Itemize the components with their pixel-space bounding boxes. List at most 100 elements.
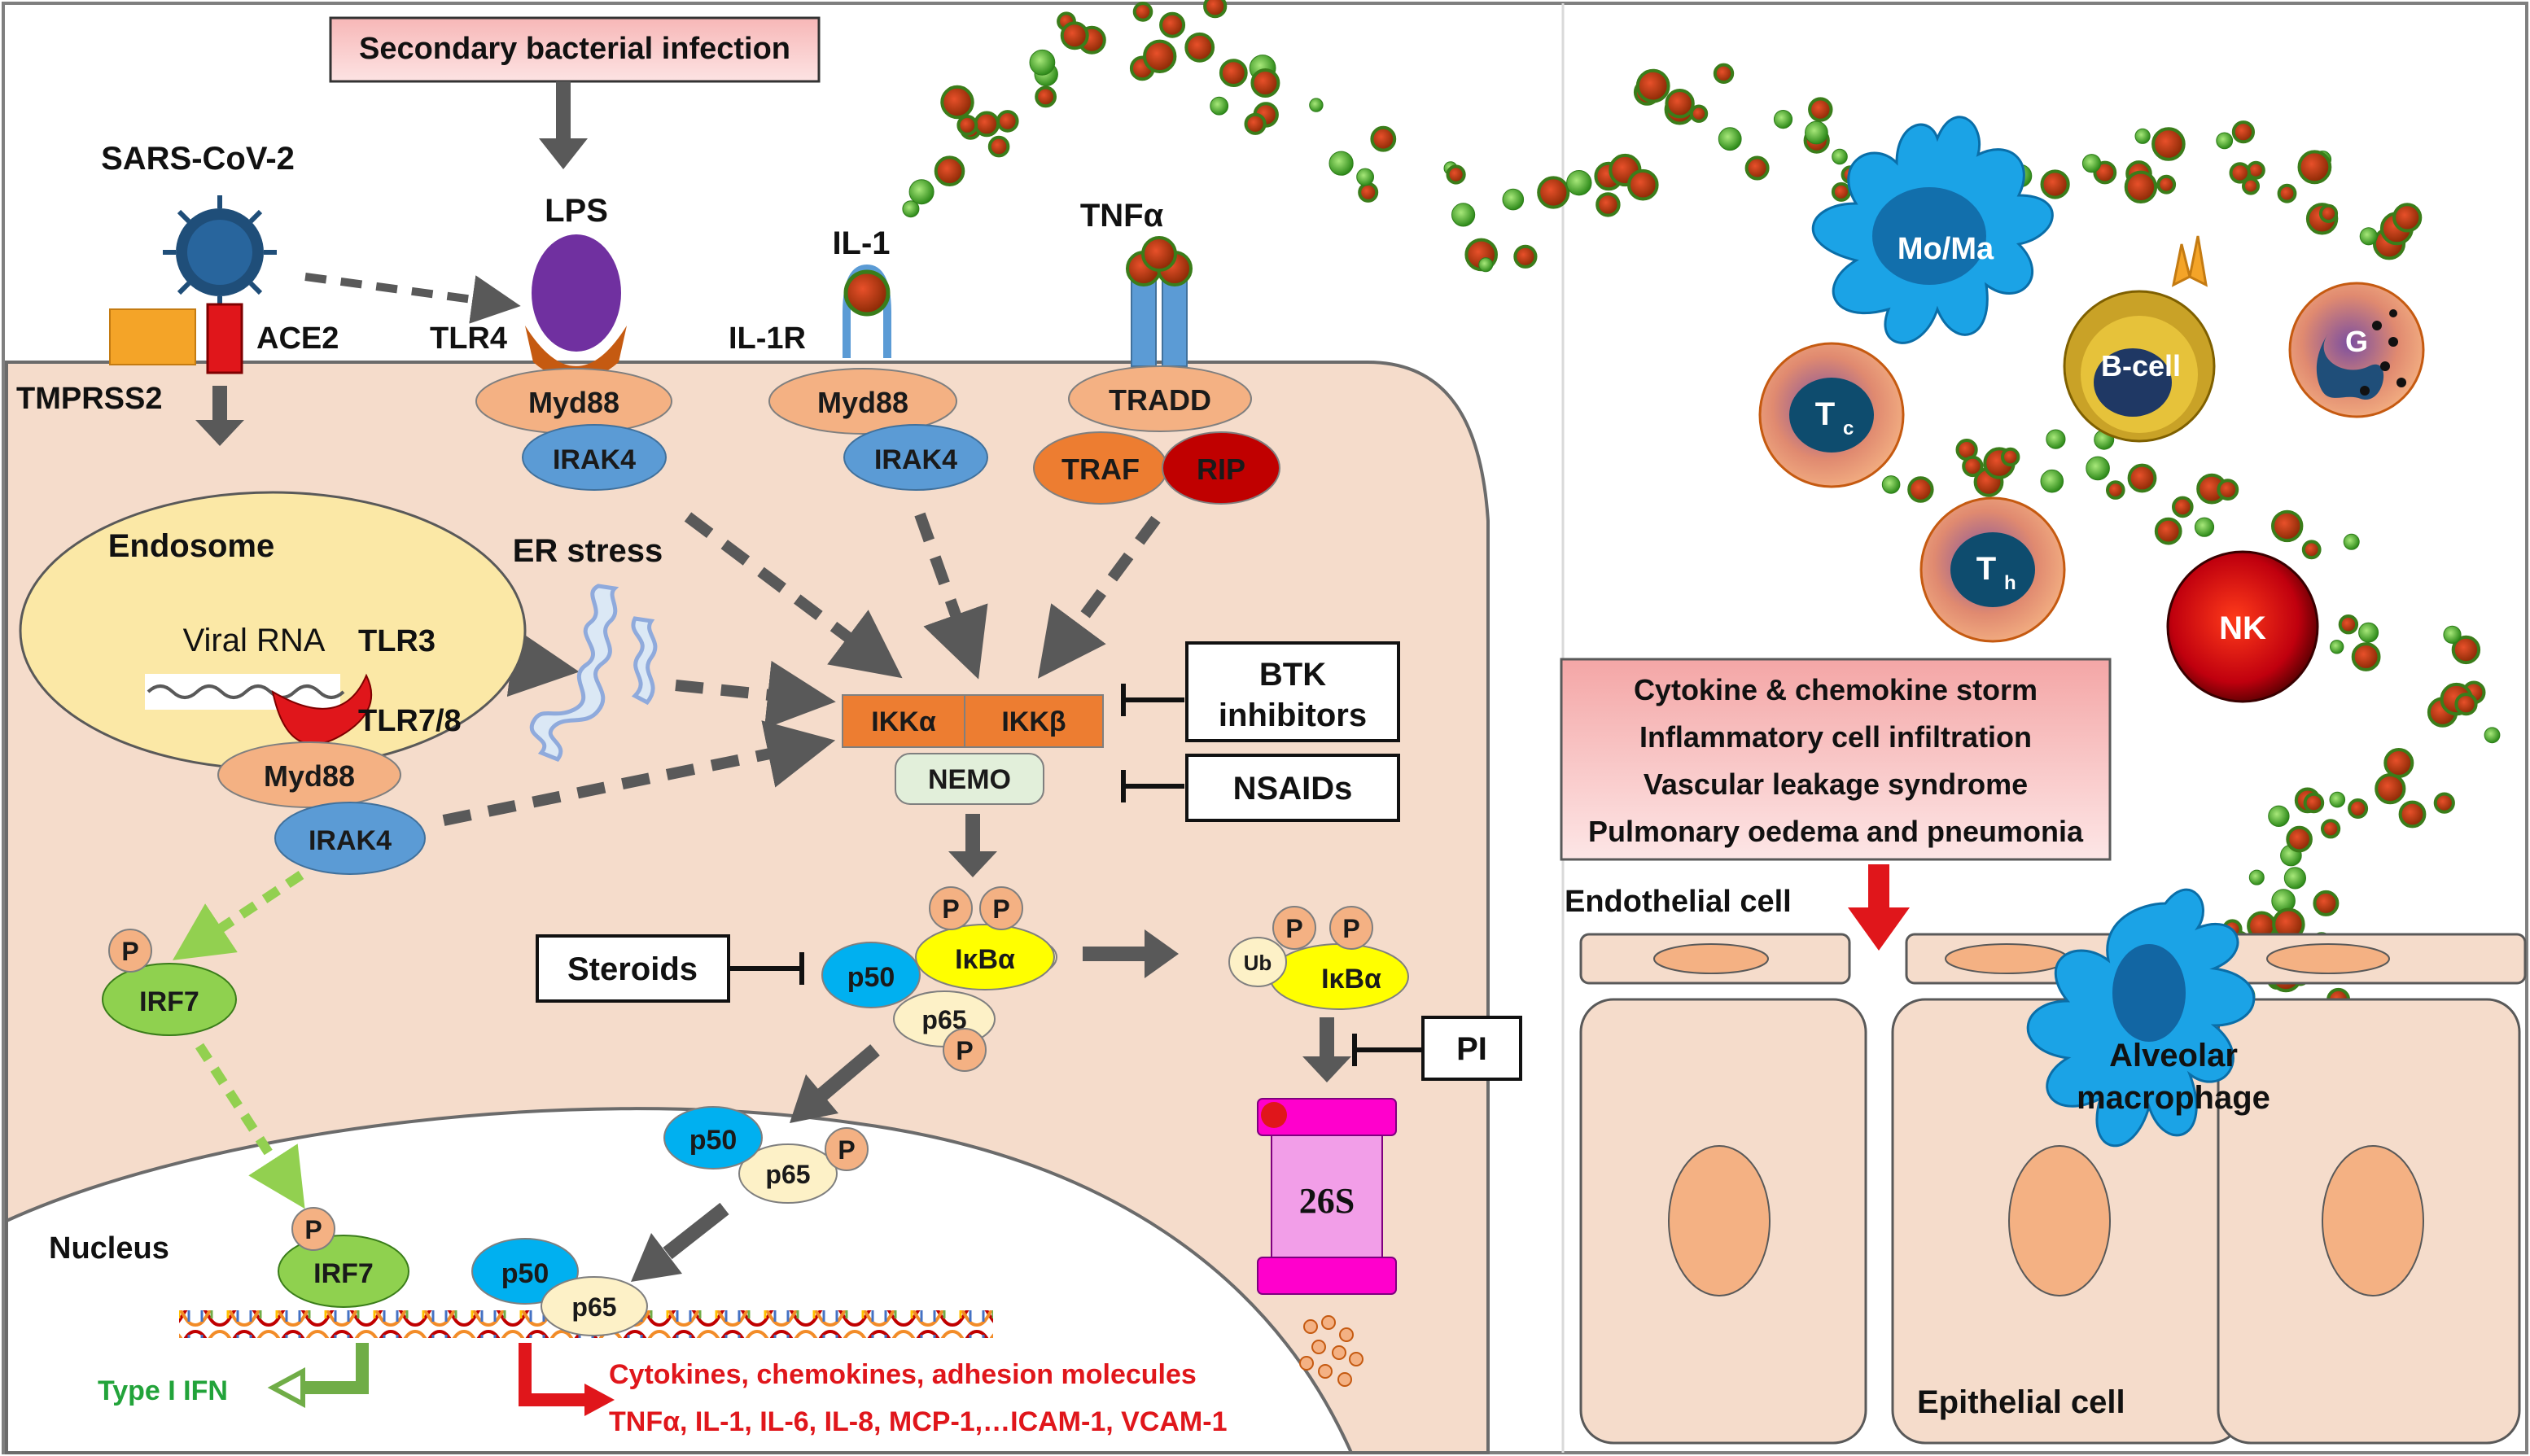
cytokine-particle: [2283, 867, 2306, 890]
irf7-nucleus-label: IRF7: [313, 1258, 374, 1289]
p65-free-label: p65: [765, 1160, 810, 1189]
arrow-type1-ifn: [267, 1366, 305, 1409]
viral-rna-label: Viral RNA: [183, 623, 326, 658]
arrow-nemo-to-ikba: [948, 851, 997, 877]
tradd-label: TRADD: [1109, 383, 1211, 417]
btk-inhibitors-label: inhibitors: [1219, 697, 1367, 733]
cytokine-particle: [2318, 203, 2339, 223]
tradd: [1068, 365, 1252, 432]
arrow-irak4-to-ikk: [442, 720, 836, 826]
alveolar-macrophage: Alveolar macrophage: [2026, 888, 2270, 1148]
phospho-ikba-2: P: [992, 894, 1009, 924]
arrow-nfkb-to-nucleus: [631, 1233, 682, 1282]
tc-subscript: c: [1843, 418, 1854, 439]
cytokine-particle: [2321, 819, 2341, 839]
p50-complex: [821, 942, 921, 1008]
cytokine-particle: [2359, 227, 2378, 246]
cytokine-particle: [1502, 188, 1525, 211]
cytokine-particle: [2313, 890, 2340, 916]
t-cytotoxic-cell: T c: [1758, 342, 1905, 488]
nsaids-label: NSAIDs: [1233, 771, 1353, 807]
cytokine-particle: [1744, 155, 1770, 181]
nk-label: NK: [2219, 610, 2266, 646]
arrow-storm-to-tissue: [1848, 907, 1910, 951]
tc-letter: T: [1815, 396, 1835, 432]
irak4-endosome: [274, 802, 426, 875]
cytokine-particle: [1029, 49, 1056, 76]
cytokine-particle: [2358, 622, 2379, 643]
cytokine-particle: [2277, 183, 2297, 203]
endothelial-layer: [1579, 933, 2527, 985]
monocyte-macrophage: Mo/Ma: [1811, 116, 2054, 344]
cytokine-particle: [1328, 151, 1354, 176]
ikkb-label: IKKβ: [1001, 706, 1066, 737]
cytokine-particle: [2297, 150, 2332, 185]
type1-ifn-label: Type I IFN: [98, 1375, 228, 1406]
p65-nucleus-label: p65: [571, 1292, 616, 1322]
cytokine-particle: [1370, 125, 1397, 152]
steroids-label: Steroids: [567, 951, 698, 987]
traf-label: TRAF: [1061, 453, 1140, 486]
cytokine-particle: [2338, 614, 2359, 635]
phospho-p65-2: P: [838, 1135, 855, 1165]
t-helper-cell: T h: [1919, 496, 2066, 643]
cytokine-particle: [1143, 39, 1177, 74]
cytokine-particle: [1635, 68, 1670, 103]
storm-line-1: Cytokine & chemokine storm: [1634, 673, 2038, 706]
btk-inhibitors-box: [1185, 641, 1400, 742]
cytokine-particle: [2392, 203, 2423, 233]
phospho-ub-2: P: [1342, 914, 1359, 943]
btk-label: BTK: [1259, 657, 1326, 693]
antibody-icon: [2171, 235, 2208, 287]
cytokine-particle: [1962, 455, 1984, 478]
cytokine-particle: [2216, 132, 2234, 150]
irak4-il1r: [843, 424, 988, 491]
p50-free-label: p50: [689, 1125, 738, 1156]
cytokines-label-2: TNFα, IL-1, IL-6, IL-8, MCP-1,…ICAM-1, V…: [609, 1406, 1227, 1437]
cytokine-particle: [2398, 800, 2427, 829]
p50-nucleus: [471, 1238, 579, 1305]
endosome-label: Endosome: [108, 528, 274, 564]
cytokine-particle: [2242, 177, 2260, 195]
th-subscript: h: [2004, 572, 2016, 594]
sars-cov2-label: SARS-CoV-2: [101, 141, 295, 177]
irak4-il1r-label: IRAK4: [874, 444, 957, 475]
arrow-ub-to-proteasome: [1302, 1056, 1351, 1082]
cytokine-particle: [1907, 476, 1934, 503]
cytokine-particle: [2106, 480, 2125, 500]
il1-label: IL-1: [832, 225, 890, 261]
tmprss2-label: TMPRSS2: [16, 382, 162, 416]
cytokine-particle: [2172, 496, 2194, 518]
cytokine-particle: [1537, 176, 1570, 209]
ace2-label: ACE2: [256, 321, 339, 356]
ikba-complex-label: IκBα: [955, 944, 1015, 975]
cytokine-particle: [1832, 148, 1848, 165]
cytokine-particle: [2303, 792, 2325, 814]
nfkb-ikba-complex: p65 p50 IκBα p65 P P P: [821, 886, 1057, 1072]
cytokine-particle: [1713, 63, 1735, 85]
cytokine-particle: [1689, 104, 1709, 123]
tlr78-label: TLR7/8: [358, 704, 462, 738]
myd88-il1r-label: Myd88: [817, 386, 908, 419]
cytokine-particle: [2086, 456, 2110, 481]
epithelial-label: Epithelial cell: [1917, 1384, 2125, 1420]
cytokine-particle: [1718, 127, 1742, 151]
storm-line-2: Inflammatory cell infiltration: [1639, 720, 2032, 754]
phospho-ikba-1: P: [942, 894, 959, 924]
cytokine-particle: [2040, 169, 2070, 199]
cytokine-storm-box: Cytokine & chemokine storm Inflammatory …: [1560, 658, 2112, 861]
cytokine-particle: [2046, 429, 2066, 449]
arrow-cytokine-expression: [584, 1384, 615, 1416]
cytokine-particle: [2217, 479, 2239, 501]
cytokine-particle: [2081, 154, 2102, 173]
arrow-sars-to-tlr4: [304, 273, 521, 324]
myd88-il1r: [768, 368, 957, 435]
cytokine-particle: [2348, 798, 2369, 819]
cytokine-particle: [1060, 21, 1089, 50]
cytokine-particle: [902, 200, 920, 218]
irak4-endosome-label: IRAK4: [309, 825, 392, 856]
cytokine-particle: [2124, 170, 2158, 204]
irak4-tlr4: [522, 424, 667, 491]
cytokine-particle: [1478, 257, 1494, 273]
